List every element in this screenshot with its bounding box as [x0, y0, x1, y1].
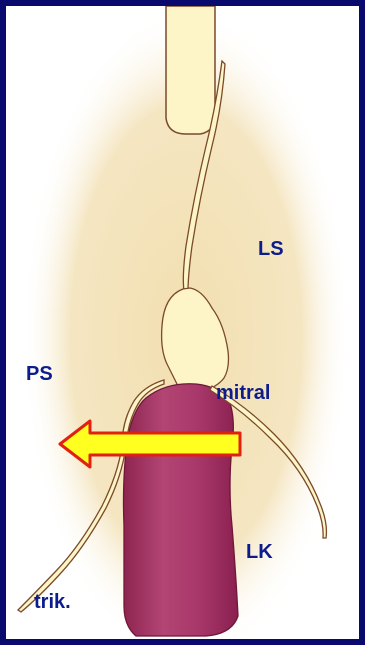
ventricle-muscle — [124, 384, 239, 636]
label-right-atrium: PS — [26, 363, 53, 386]
aorta-tube — [166, 6, 215, 134]
label-mitral-valve: mitral — [216, 382, 270, 405]
label-tricuspid-valve: trik. — [34, 591, 71, 614]
label-left-atrium: LS — [258, 238, 284, 261]
label-left-ventricle: LK — [246, 541, 273, 564]
heart-diagram — [6, 6, 359, 639]
